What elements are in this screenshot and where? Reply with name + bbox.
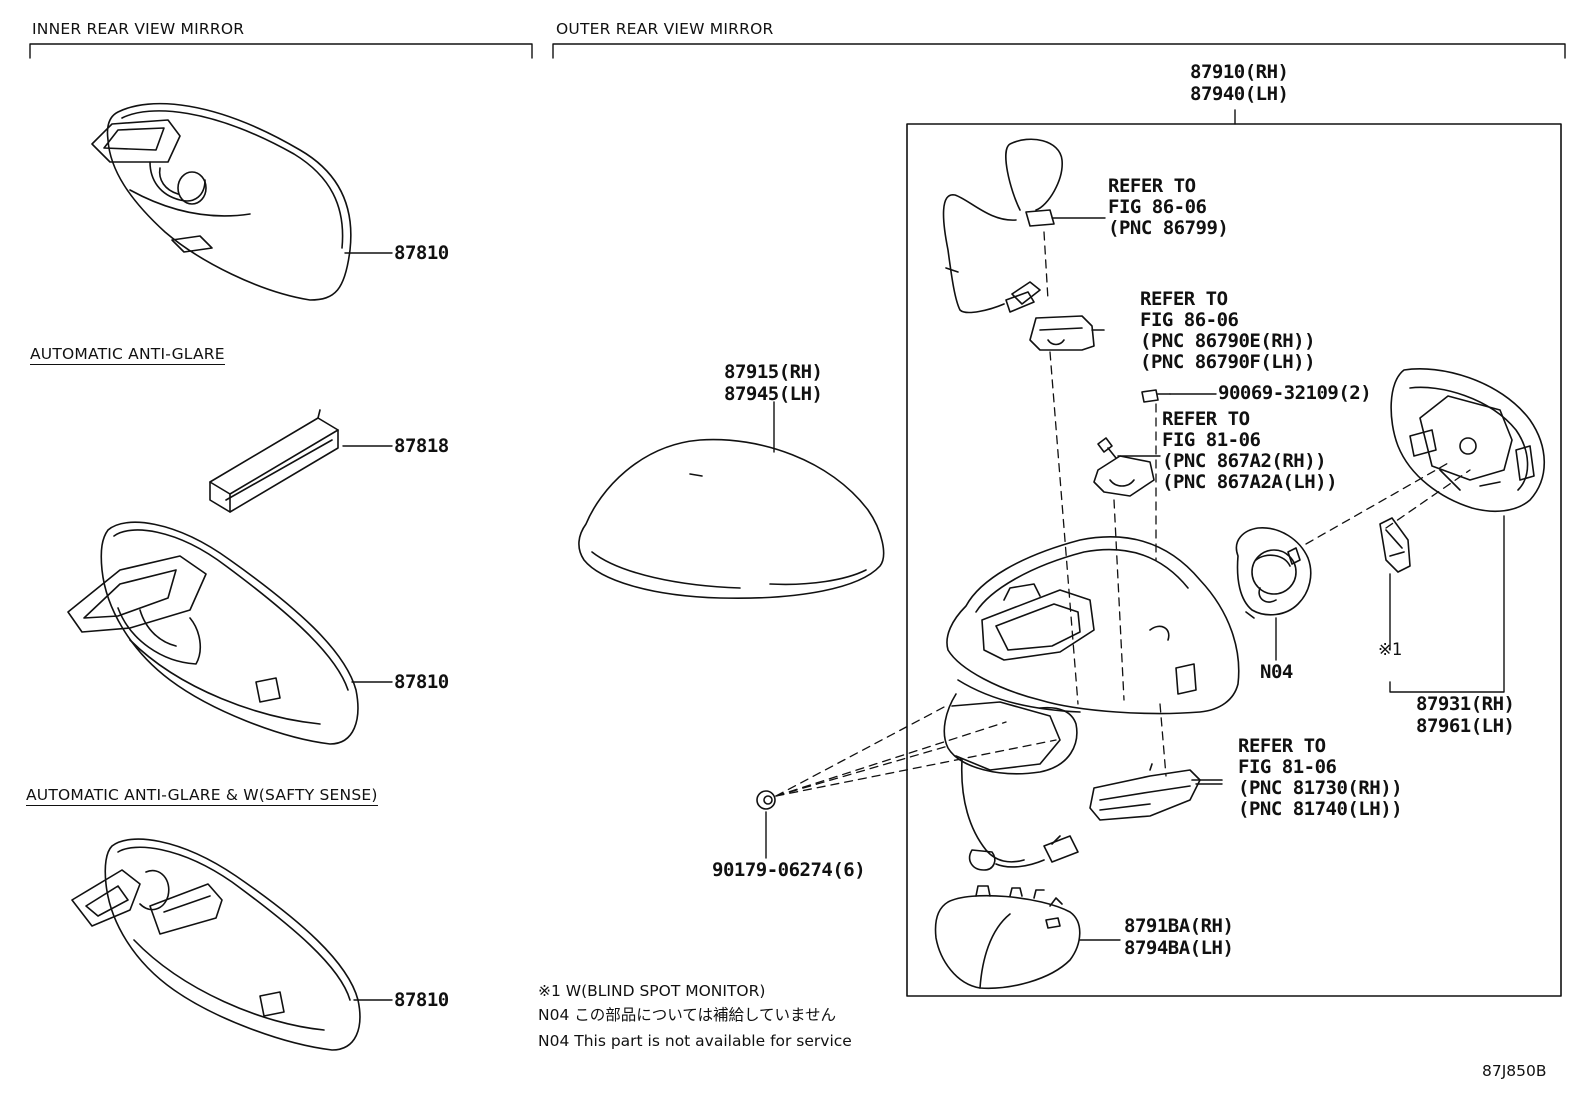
mirror-body-drawing xyxy=(946,536,1240,715)
screw-drawing xyxy=(1141,389,1171,403)
ref-2-line-1: REFER TO xyxy=(1140,288,1228,310)
part-screw: 90069-32109(2) xyxy=(1218,382,1372,404)
ref-callout-4: REFER TO FIG 81-06 (PNC 81730(RH)) (PNC … xyxy=(1238,735,1403,820)
ref-callout-3: REFER TO FIG 81-06 (PNC 867A2(RH)) (PNC … xyxy=(1162,408,1338,493)
part-87810-c: 87810 xyxy=(394,989,449,1011)
part-base-rh: 8791BA(RH) xyxy=(1124,915,1234,937)
part-assembly-rh: 87910(RH) xyxy=(1190,61,1289,83)
ref-3-line-1: REFER TO xyxy=(1162,408,1250,430)
ref-1-line-3: (PNC 86799) xyxy=(1108,217,1229,239)
mirror-frame-drawing xyxy=(943,693,1079,871)
housing-87818-drawing xyxy=(209,409,339,513)
ref-2-line-2: FIG 86-06 xyxy=(1140,309,1239,331)
part-clip: 90179-06274(6) xyxy=(712,859,866,881)
ref-1-line-2: FIG 86-06 xyxy=(1108,196,1207,218)
base-cover-drawing xyxy=(934,885,1081,990)
part-glass-lh: 87961(LH) xyxy=(1416,715,1515,737)
section-brackets xyxy=(29,43,1566,59)
inner-mirror-3-drawing xyxy=(71,838,361,1051)
inner-mirror-2-drawing xyxy=(67,521,359,745)
ref-callout-2: REFER TO FIG 86-06 (PNC 86790E(RH)) (PNC… xyxy=(1140,288,1316,373)
motor-n04-drawing xyxy=(1235,527,1312,619)
dashed-lines xyxy=(775,231,1471,797)
part-glass-rh: 87931(RH) xyxy=(1416,693,1515,715)
inner-mirror-1-drawing xyxy=(91,102,352,301)
ref-4-line-4: (PNC 81740(LH)) xyxy=(1238,798,1403,820)
assembly-frame xyxy=(906,123,1562,997)
ref-2-line-3: (PNC 86790E(RH)) xyxy=(1140,330,1316,352)
ref-4-line-1: REFER TO xyxy=(1238,735,1326,757)
part-87810-b: 87810 xyxy=(394,671,449,693)
part-n04: N04 xyxy=(1260,661,1293,683)
section-anti-glare: AUTOMATIC ANTI-GLARE xyxy=(30,345,225,365)
mirror-glass-drawing xyxy=(1390,368,1546,513)
part-cover-rh: 87915(RH) xyxy=(724,361,823,383)
section-anti-glare-safety: AUTOMATIC ANTI-GLARE & W(SAFTY SENSE) xyxy=(26,786,378,806)
section-outer-mirror: OUTER REAR VIEW MIRROR xyxy=(556,20,774,38)
part-assembly-lh: 87940(LH) xyxy=(1190,83,1289,105)
part-87810-a: 87810 xyxy=(394,242,449,264)
diagram-code: 87J850B xyxy=(1482,1062,1547,1080)
ref-3-line-3: (PNC 867A2(RH)) xyxy=(1162,450,1327,472)
part-cover-lh: 87945(LH) xyxy=(724,383,823,405)
ref-1-line-1: REFER TO xyxy=(1108,175,1196,197)
ref-4-line-3: (PNC 81730(RH)) xyxy=(1238,777,1403,799)
ref-3-line-4: (PNC 867A2A(LH)) xyxy=(1162,471,1338,493)
clip-drawing xyxy=(756,790,776,810)
turn-signal-drawing xyxy=(1089,763,1223,821)
note-n04-en: N04 This part is not available for servi… xyxy=(538,1032,852,1050)
ref-4-line-2: FIG 81-06 xyxy=(1238,756,1337,778)
ref-callout-1: REFER TO FIG 86-06 (PNC 86799) xyxy=(1108,175,1229,239)
bsm-indicator-drawing xyxy=(1379,517,1411,573)
part-mark-1: ※1 xyxy=(1378,640,1402,660)
part-base-lh: 8794BA(LH) xyxy=(1124,937,1234,959)
note-bsm: ※1 W(BLIND SPOT MONITOR) xyxy=(538,982,766,1000)
part-87818: 87818 xyxy=(394,435,449,457)
mirror-cover-drawing xyxy=(578,438,885,600)
section-inner-mirror: INNER REAR VIEW MIRROR xyxy=(32,20,245,38)
sensor-drawing xyxy=(1093,437,1155,497)
ref-3-line-2: FIG 81-06 xyxy=(1162,429,1261,451)
wire-harness-drawing xyxy=(942,138,1063,314)
ref-2-line-4: (PNC 86790F(LH)) xyxy=(1140,351,1316,373)
actuator-drawing xyxy=(1029,315,1105,351)
note-n04-ja: N04 この部品については補給していません xyxy=(538,1006,837,1024)
leader-glass-bracket xyxy=(1389,515,1505,693)
